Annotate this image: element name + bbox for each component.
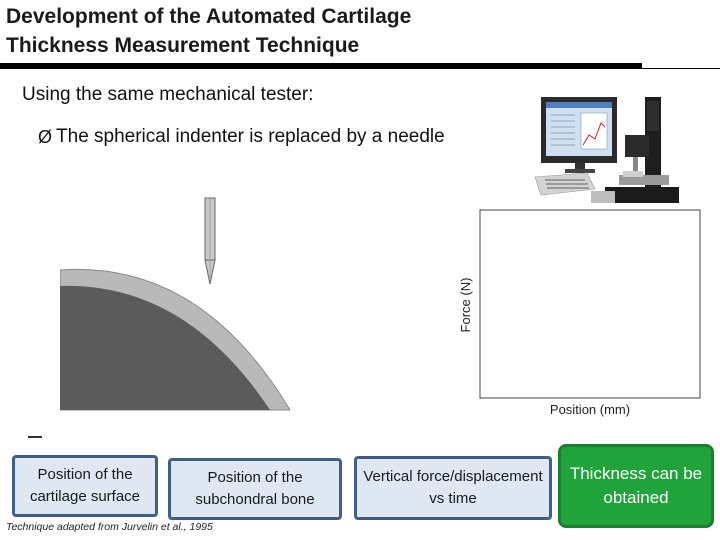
subchondral-bone-box: Position of the subchondral bone bbox=[168, 458, 342, 520]
mechanical-tester-image bbox=[534, 97, 679, 203]
title-underline-thin bbox=[642, 68, 720, 69]
bullet-item: Ø The spherical indenter is replaced by … bbox=[38, 126, 445, 148]
thickness-result-box: Thickness can be obtained bbox=[558, 444, 714, 528]
cartilage-surface-box: Position of the cartilage surface bbox=[12, 455, 158, 517]
slide-title-line1: Development of the Automated Cartilage bbox=[6, 5, 412, 28]
slide-title: Development of the Automated Cartilage T… bbox=[6, 2, 646, 60]
tester-base bbox=[605, 187, 679, 203]
force-position-plot: Force (N) Position (mm) bbox=[458, 209, 701, 417]
subchondral-bone bbox=[60, 285, 270, 410]
source-credit: Technique adapted from Jurvelin et al., … bbox=[6, 521, 213, 533]
minus-mark bbox=[28, 436, 42, 438]
subtitle: Using the same mechanical tester: bbox=[22, 84, 314, 105]
needle-icon bbox=[204, 197, 216, 285]
plot-ylabel: Force (N) bbox=[458, 278, 473, 333]
plot-axes bbox=[479, 209, 701, 399]
bullet-arrow-icon: Ø bbox=[38, 126, 53, 147]
plot-xlabel: Position (mm) bbox=[550, 402, 630, 417]
needle-indentation-diagram bbox=[60, 197, 290, 411]
title-underline bbox=[0, 63, 642, 69]
slide-title-line2: Thickness Measurement Technique bbox=[6, 34, 360, 57]
bullet-text: The spherical indenter is replaced by a … bbox=[56, 126, 445, 147]
force-displacement-box: Vertical force/displacement vs time bbox=[354, 456, 552, 520]
